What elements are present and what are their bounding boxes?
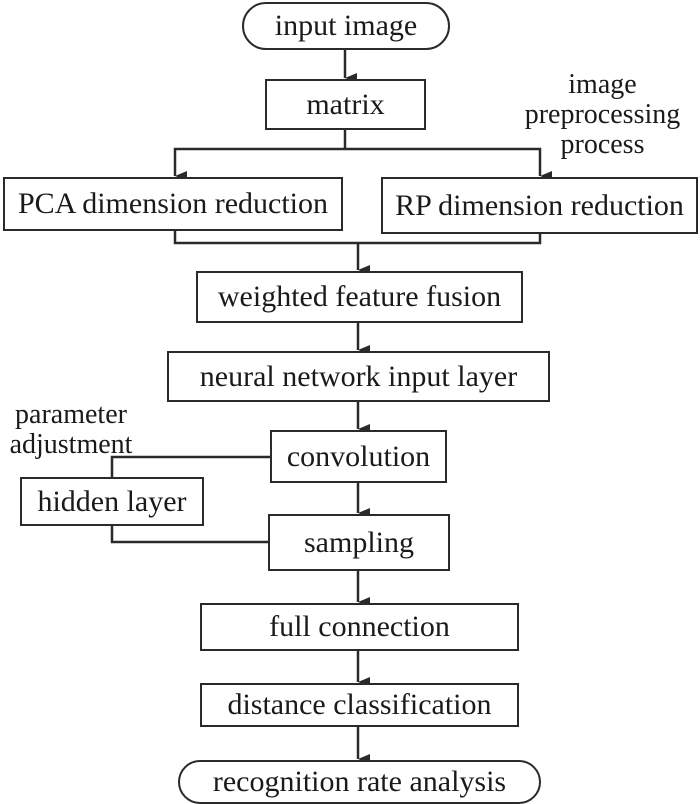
edge-rp-merge [358,233,542,245]
edge-conv-to-hidden [110,455,270,477]
node-weighted-feature-fusion: weighted feature fusion [196,271,523,323]
edge-matrix-to-pca [173,147,345,181]
annotation-parameter-adjustment: parameter adjustment [0,400,142,460]
edge-pca-merge [173,230,358,245]
node-sampling: sampling [268,514,450,571]
edge-matrix-to-rp [345,147,552,181]
node-hidden-layer: hidden layer [20,477,204,526]
annotation-param-line-1: parameter [15,399,127,430]
node-recognition-label: recognition rate analysis [212,765,507,798]
node-full-connection-label: full connection [269,610,450,643]
node-neural-network-input-layer: neural network input layer [167,351,550,402]
node-convolution: convolution [270,430,447,483]
edge-hidden-to-sampling [110,525,268,544]
node-recognition-rate-analysis: recognition rate analysis [178,760,541,804]
annotation-line-3: process [560,129,645,160]
node-matrix: matrix [265,79,426,130]
node-input-image: input image [242,2,450,50]
node-pca-label: PCA dimension reduction [18,187,328,220]
annotation-line-2: preprocessing [524,99,681,130]
node-rp-dimension-reduction: RP dimension reduction [381,177,698,234]
node-matrix-label: matrix [306,87,385,121]
node-nn-input-label: neural network input layer [199,359,518,393]
node-distance-classification: distance classification [200,683,519,727]
node-input-image-label: input image [274,9,418,42]
node-full-connection: full connection [200,603,519,651]
annotation-param-line-2: adjustment [9,429,133,460]
node-pca-dimension-reduction: PCA dimension reduction [3,177,343,231]
node-fusion-label: weighted feature fusion [217,280,502,313]
node-rp-label: RP dimension reduction [395,188,684,222]
node-convolution-label: convolution [286,439,431,473]
annotation-line-1: image [568,69,637,100]
node-sampling-label: sampling [304,525,414,559]
node-distance-label: distance classification [227,688,492,721]
node-hidden-layer-label: hidden layer [37,484,187,518]
annotation-image-preprocessing: image preprocessing process [505,70,700,160]
